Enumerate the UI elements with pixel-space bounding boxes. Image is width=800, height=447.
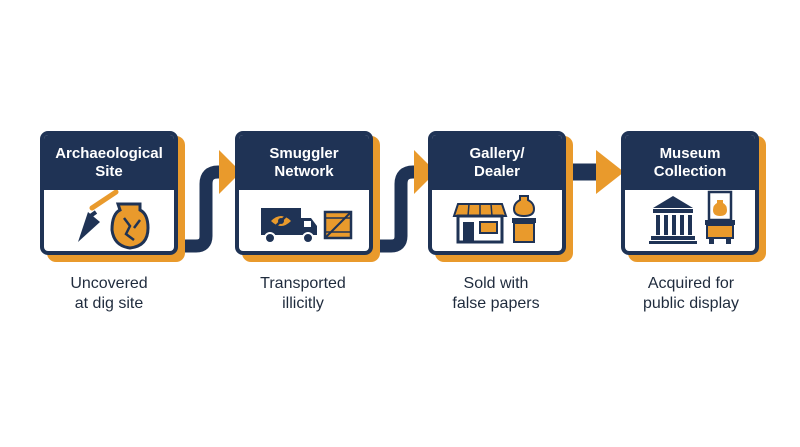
step-card-smuggler-network: Smuggler Network [235,131,380,262]
title-line-2: Collection [653,162,727,180]
trowel-icon [78,190,119,242]
title-line-1: Museum [659,144,721,162]
broken-vase-icon [110,202,150,250]
caption-line-2: public display [642,295,740,312]
card-face: Archaeological Site [40,131,178,255]
step-card-archaeological-site: Archaeological Site [40,131,185,262]
step-title: Museum Collection [625,135,755,190]
arrowhead-2-3 [414,150,436,194]
connector-1-2 [176,165,222,253]
title-line-1: Archaeological [55,144,163,162]
arrowhead-1-2 [219,150,241,194]
caption-line-2: at dig site [74,295,144,312]
display-case-icon [705,190,735,244]
title-line-1: Gallery/ [469,144,525,162]
card-icons [78,190,150,250]
step-caption-3: Sold with false papers [421,274,571,314]
caption-line-2: illicitly [282,295,324,312]
step-caption-2: Transported illicitly [228,274,378,314]
step-card-gallery-dealer: Gallery/ Dealer [428,131,573,262]
card-face: Smuggler Network [235,131,373,255]
caption-line-1: Sold with [463,275,529,292]
step-card-museum-collection: Museum Collection [621,131,766,262]
title-line-1: Smuggler [269,144,339,162]
card-icons [649,190,735,244]
card-face: Museum Collection [621,131,759,255]
arrowhead-3-4 [596,150,624,194]
museum-building-icon [649,196,697,244]
step-caption-1: Uncovered at dig site [34,274,184,314]
connector-2-3 [371,165,417,253]
vase-on-pedestal-icon [512,195,536,243]
step-caption-4: Acquired for public display [616,274,766,314]
step-title: Archaeological Site [44,135,174,190]
card-face: Gallery/ Dealer [428,131,566,255]
shop-storefront-icon [452,203,508,244]
step-title: Smuggler Network [239,135,369,190]
title-line-2: Dealer [474,162,520,180]
title-line-2: Site [95,162,123,180]
truck-icon [261,208,317,244]
wooden-crate-icon [323,210,353,240]
caption-line-2: false papers [452,295,540,312]
caption-line-1: Transported [260,275,346,292]
caption-line-1: Uncovered [70,275,148,292]
card-icons [452,195,536,244]
title-line-2: Network [274,162,334,180]
step-title: Gallery/ Dealer [432,135,562,190]
caption-line-1: Acquired for [647,275,735,292]
card-icons [261,208,353,244]
hidden-eye-icon [271,212,291,230]
